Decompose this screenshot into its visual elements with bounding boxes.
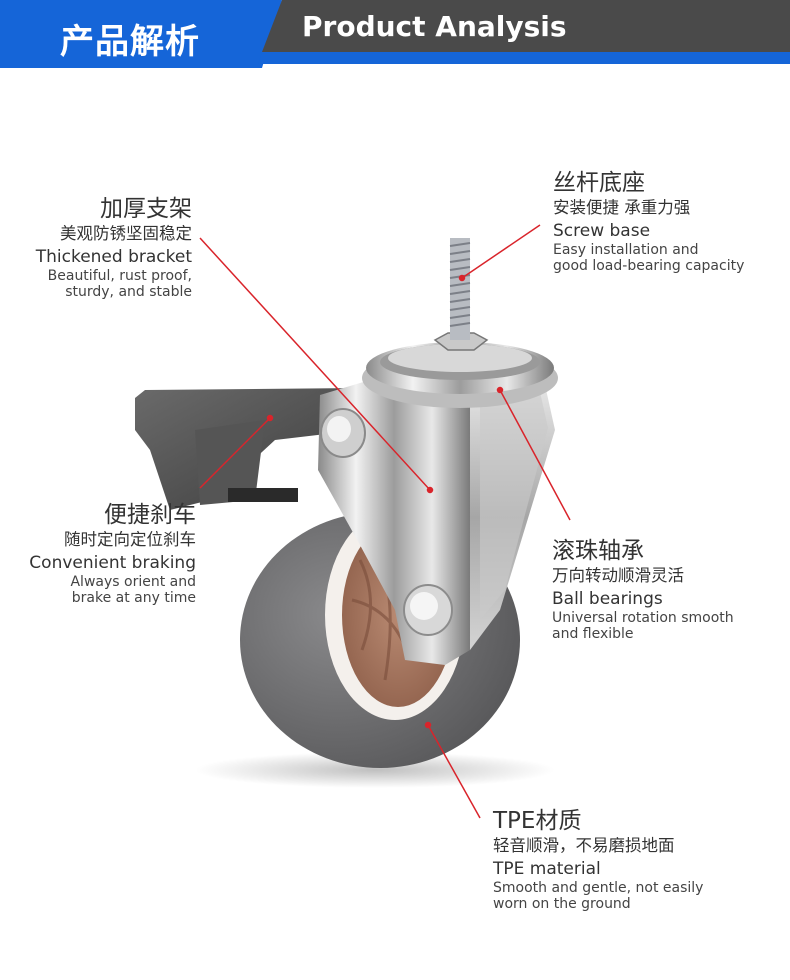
page-title-en: Product Analysis <box>302 10 567 43</box>
label-brake-en-sub-2: brake at any time <box>71 590 196 607</box>
header-banner: 产品解析 Product Analysis <box>0 0 790 68</box>
label-bearing-en-title: Ball bearings <box>552 589 663 610</box>
label-brake-en-sub-1: Always orient and <box>70 573 196 590</box>
label-bracket-en-sub-1: Beautiful, rust proof, <box>47 267 192 284</box>
leader-line-screw <box>461 224 541 279</box>
label-brake-en-title: Convenient braking <box>29 553 196 574</box>
label-bracket-cn-title: 加厚支架 <box>100 196 192 222</box>
leader-line-brake <box>199 417 271 489</box>
label-bearing-en-sub-2: and flexible <box>552 626 634 643</box>
label-screw-cn-sub: 安装便捷 承重力强 <box>553 198 691 218</box>
label-screw-en-sub-2: good load-bearing capacity <box>553 258 745 275</box>
label-bearing-en-sub-1: Universal rotation smooth <box>552 609 734 626</box>
label-bearing-cn-sub: 万向转动顺滑灵活 <box>552 566 684 586</box>
page-title-cn: 产品解析 <box>60 22 200 62</box>
header-background <box>0 0 790 68</box>
label-screw-en-sub-1: Easy installation and <box>553 241 699 258</box>
label-bearing-cn-title: 滚珠轴承 <box>552 538 644 564</box>
label-thickened-bracket: 加厚支架 美观防锈坚固稳定 Thickened bracket Beautifu… <box>36 196 192 300</box>
label-bracket-cn-sub: 美观防锈坚固稳定 <box>60 224 192 244</box>
label-brake-cn-title: 便捷刹车 <box>104 502 196 528</box>
label-tpe-en-sub-1: Smooth and gentle, not easily <box>493 879 704 896</box>
label-tpe-en-title: TPE material <box>493 859 601 880</box>
label-bracket-en-title: Thickened bracket <box>35 247 192 268</box>
label-screw-base: 丝杆底座 安装便捷 承重力强 Screw base Easy installat… <box>553 170 744 274</box>
label-bracket-en-sub-2: sturdy, and stable <box>65 284 192 301</box>
label-tpe-cn-title: TPE材质 <box>493 808 582 834</box>
label-tpe-material: TPE材质 轻音顺滑，不易磨损地面 TPE material Smooth an… <box>493 808 703 912</box>
label-convenient-braking: 便捷刹车 随时定向定位刹车 Convenient braking Always … <box>29 502 196 606</box>
label-screw-cn-title: 丝杆底座 <box>553 170 645 196</box>
label-brake-cn-sub: 随时定向定位刹车 <box>64 530 196 550</box>
label-tpe-en-sub-2: worn on the ground <box>493 896 631 913</box>
leader-line-tpe <box>427 724 481 819</box>
leader-line-bearing <box>499 389 571 521</box>
label-ball-bearings: 滚珠轴承 万向转动顺滑灵活 Ball bearings Universal ro… <box>552 538 734 642</box>
leader-line-bracket <box>199 237 431 491</box>
label-screw-en-title: Screw base <box>553 221 651 242</box>
label-tpe-cn-sub: 轻音顺滑，不易磨损地面 <box>493 836 675 856</box>
